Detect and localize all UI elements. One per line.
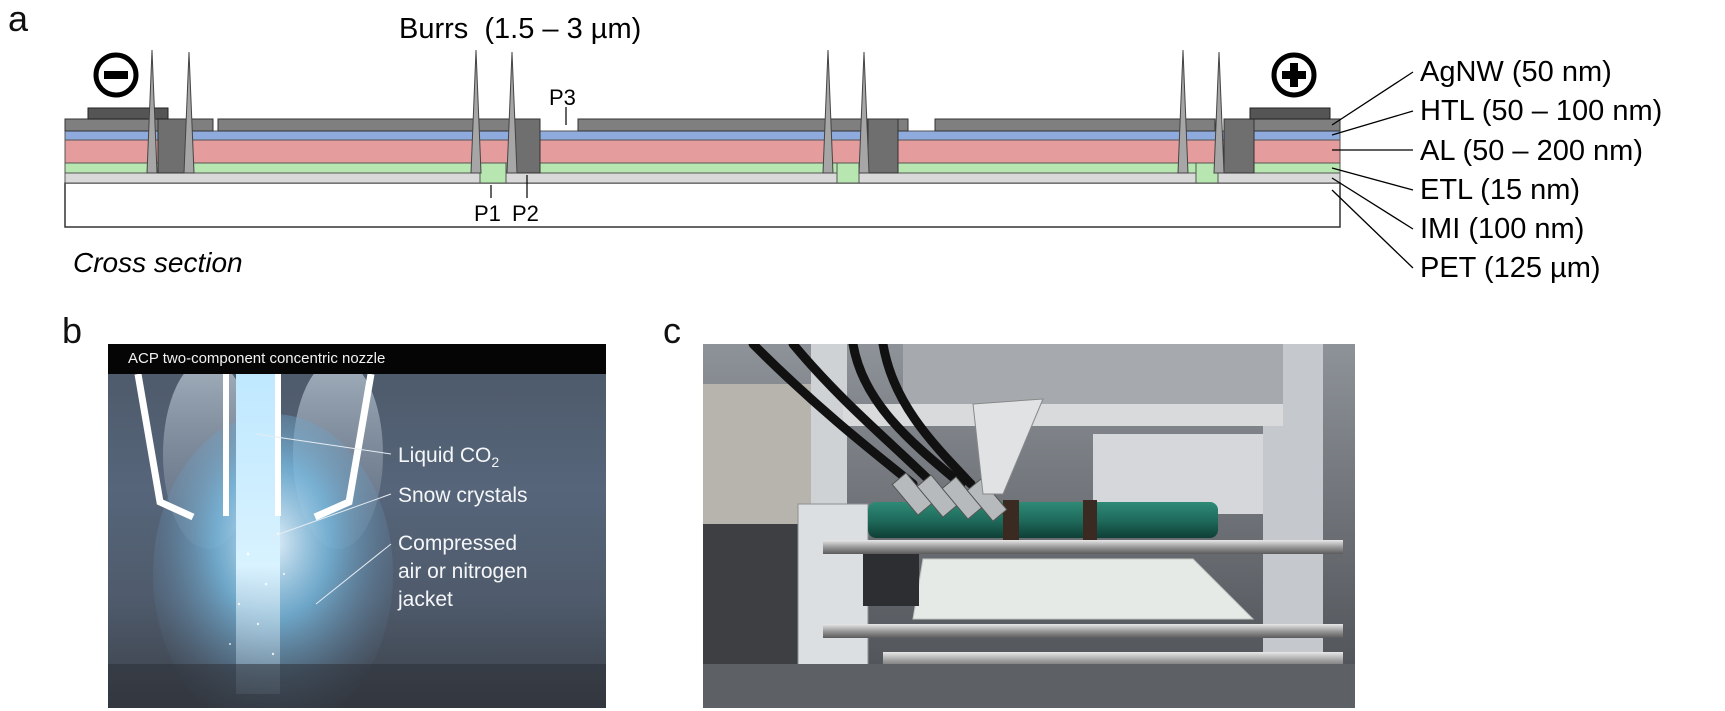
positive-contact-pad (1249, 107, 1331, 120)
cleaning-setup-photo (703, 344, 1355, 708)
plus-terminal-icon (1271, 52, 1317, 98)
p1-label: P1 (474, 201, 501, 226)
panel-b-letter: b (62, 310, 83, 351)
layer-label-imi: IMI (100 nm) (1420, 213, 1584, 245)
panel-a-letter: a (8, 0, 29, 39)
label-snow-crystals: Snow crystals (398, 484, 528, 507)
al-layer (64, 139, 1341, 164)
layer-label-al: AL (50 – 200 nm) (1420, 135, 1643, 167)
cross-section-label: Cross section (73, 247, 243, 278)
label-compressed-line3: jacket (398, 588, 453, 611)
negative-contact-pad (87, 107, 169, 120)
panel-c-letter: c (663, 310, 681, 351)
layer-label-etl: ETL (15 nm) (1420, 174, 1580, 206)
htl-layer (64, 130, 1341, 141)
p3-label: P3 (549, 85, 576, 110)
p2-label: P2 (512, 201, 539, 226)
nozzle-banner: ACP two-component concentric nozzle (108, 344, 606, 374)
burrs-label: Burrs (1.5 – 3 µm) (399, 13, 641, 45)
imi-layer (64, 172, 1341, 184)
etl-layer (64, 162, 1341, 174)
layer-label-agnw: AgNW (50 nm) (1420, 56, 1612, 88)
layer-label-htl: HTL (50 – 100 nm) (1420, 95, 1662, 127)
label-compressed-line1: Compressed (398, 532, 518, 555)
label-compressed-line2: air or nitrogen (398, 560, 528, 583)
cross-section-diagram: P3 P1 P2 Burrs (1.5 – 3 µm) Cross sectio… (64, 13, 1662, 284)
nozzle-illustration: ACP two-component concentric nozzle Liqu… (108, 344, 606, 708)
label-liquid-co2: Liquid CO2 (398, 444, 500, 471)
pet-layer (64, 182, 1341, 228)
agnw-layer (64, 118, 1341, 132)
burrs (146, 49, 1225, 174)
minus-terminal-icon (93, 52, 139, 98)
layer-label-pet: PET (125 µm) (1420, 252, 1601, 284)
